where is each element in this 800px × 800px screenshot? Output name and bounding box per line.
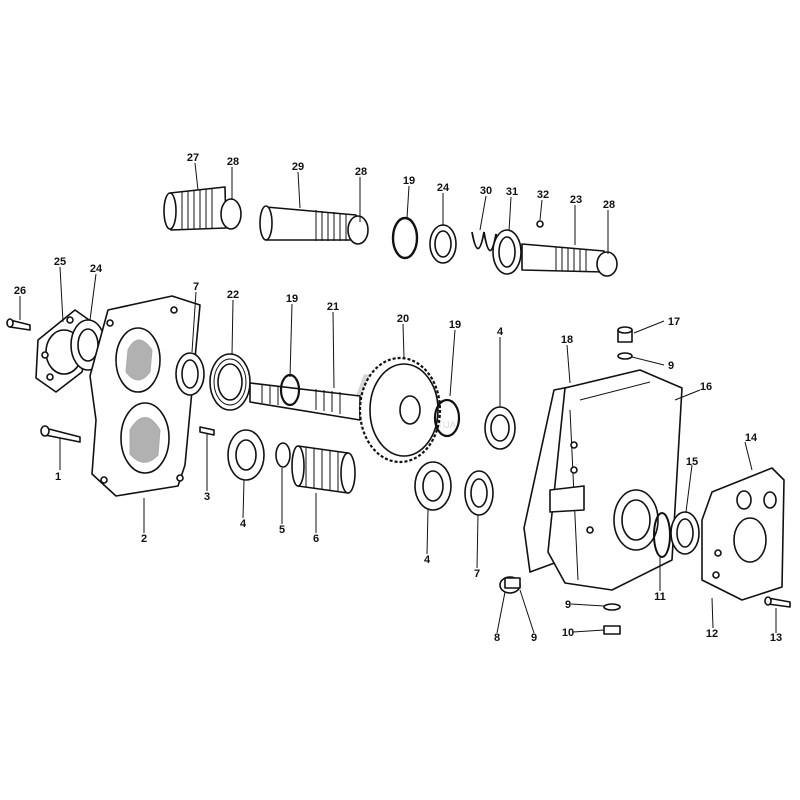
part-28-bearing-a: [220, 198, 242, 230]
part-12-14-rear-cover: [701, 467, 785, 601]
part-19-circlip-right: [433, 398, 461, 438]
part-4-bearing-lower-right: [414, 461, 452, 511]
label-26: 26: [14, 285, 26, 297]
label-19c: 19: [449, 319, 461, 331]
label-30: 30: [480, 185, 492, 197]
part-13-bolt: [764, 596, 791, 608]
label-9b: 9: [531, 632, 537, 644]
label-11: 11: [654, 591, 666, 603]
label-23: 23: [570, 194, 582, 206]
label-7b: 7: [474, 568, 480, 580]
part-32-ball: [536, 220, 544, 228]
label-5: 5: [279, 524, 285, 536]
label-28b: 28: [355, 166, 367, 178]
label-12: 12: [706, 628, 718, 640]
part-3-pin: [199, 426, 215, 436]
part-11-circlip-right: [653, 512, 671, 558]
part-19-circlip-top: [391, 216, 419, 260]
label-18: 18: [561, 334, 573, 346]
label-8: 8: [494, 632, 500, 644]
label-16: 16: [700, 381, 712, 393]
label-21: 21: [327, 301, 339, 313]
label-10: 10: [562, 627, 574, 639]
part-17-plug: [617, 326, 633, 343]
part-15-seal-right: [670, 511, 700, 555]
label-4c: 4: [424, 554, 431, 566]
label-6: 6: [313, 533, 319, 545]
label-3: 3: [204, 491, 210, 503]
label-9c: 9: [565, 599, 571, 611]
label-28c: 28: [603, 199, 615, 211]
label-4b: 4: [240, 518, 247, 530]
label-28a: 28: [227, 156, 239, 168]
part-20-gear: [358, 356, 442, 464]
part-2-front-cover: [89, 295, 201, 497]
label-22: 22: [227, 289, 239, 301]
part-5-ring: [275, 442, 291, 468]
leader-lines: [19, 162, 777, 634]
label-24a: 24: [437, 182, 450, 194]
part-22-bearing: [209, 353, 251, 411]
label-20: 20: [397, 313, 409, 325]
label-1: 1: [55, 471, 61, 483]
part-6-sleeve: [291, 445, 356, 494]
label-29: 29: [292, 161, 304, 173]
label-19b: 19: [286, 293, 298, 305]
part-31-collar: [492, 229, 522, 275]
label-7a: 7: [193, 281, 199, 293]
label-24b: 24: [90, 263, 103, 275]
part-7-seal-lower: [464, 470, 494, 516]
part-23-shaft: [521, 243, 605, 273]
part-24-ring-top: [429, 224, 457, 264]
label-14: 14: [745, 432, 758, 444]
label-27: 27: [187, 152, 199, 164]
label-15: 15: [686, 456, 698, 468]
part-8-plug: [499, 576, 521, 594]
label-9a: 9: [668, 360, 674, 372]
part-27-shaft: [163, 186, 227, 231]
label-4a: 4: [497, 326, 504, 338]
label-31: 31: [506, 186, 518, 198]
part-1-bolt: [40, 425, 81, 443]
label-17: 17: [668, 316, 680, 328]
part-26-bolt: [6, 318, 31, 331]
part-29-shaft: [259, 205, 357, 241]
part-4-bearing-upper: [484, 406, 516, 450]
label-19a: 19: [403, 175, 415, 187]
label-32: 32: [537, 189, 549, 201]
part-28-bearing-b: [347, 215, 369, 245]
label-25: 25: [54, 256, 66, 268]
part-9-washer-mid: [603, 603, 621, 611]
part-4-bearing-lower-left: [227, 429, 265, 481]
part-10-nut: [603, 625, 621, 635]
part-28-bearing-c: [596, 251, 618, 277]
label-13: 13: [770, 632, 782, 644]
label-2: 2: [141, 533, 147, 545]
part-7-seal-upper: [175, 352, 205, 396]
part-9-washer-top: [617, 352, 633, 360]
part-21-shaft: [249, 382, 361, 421]
part-labels: 27 28 29 28 19 24 30 31 32 23 28 26 25 2…: [14, 152, 782, 644]
part-16-housing: [547, 369, 683, 591]
